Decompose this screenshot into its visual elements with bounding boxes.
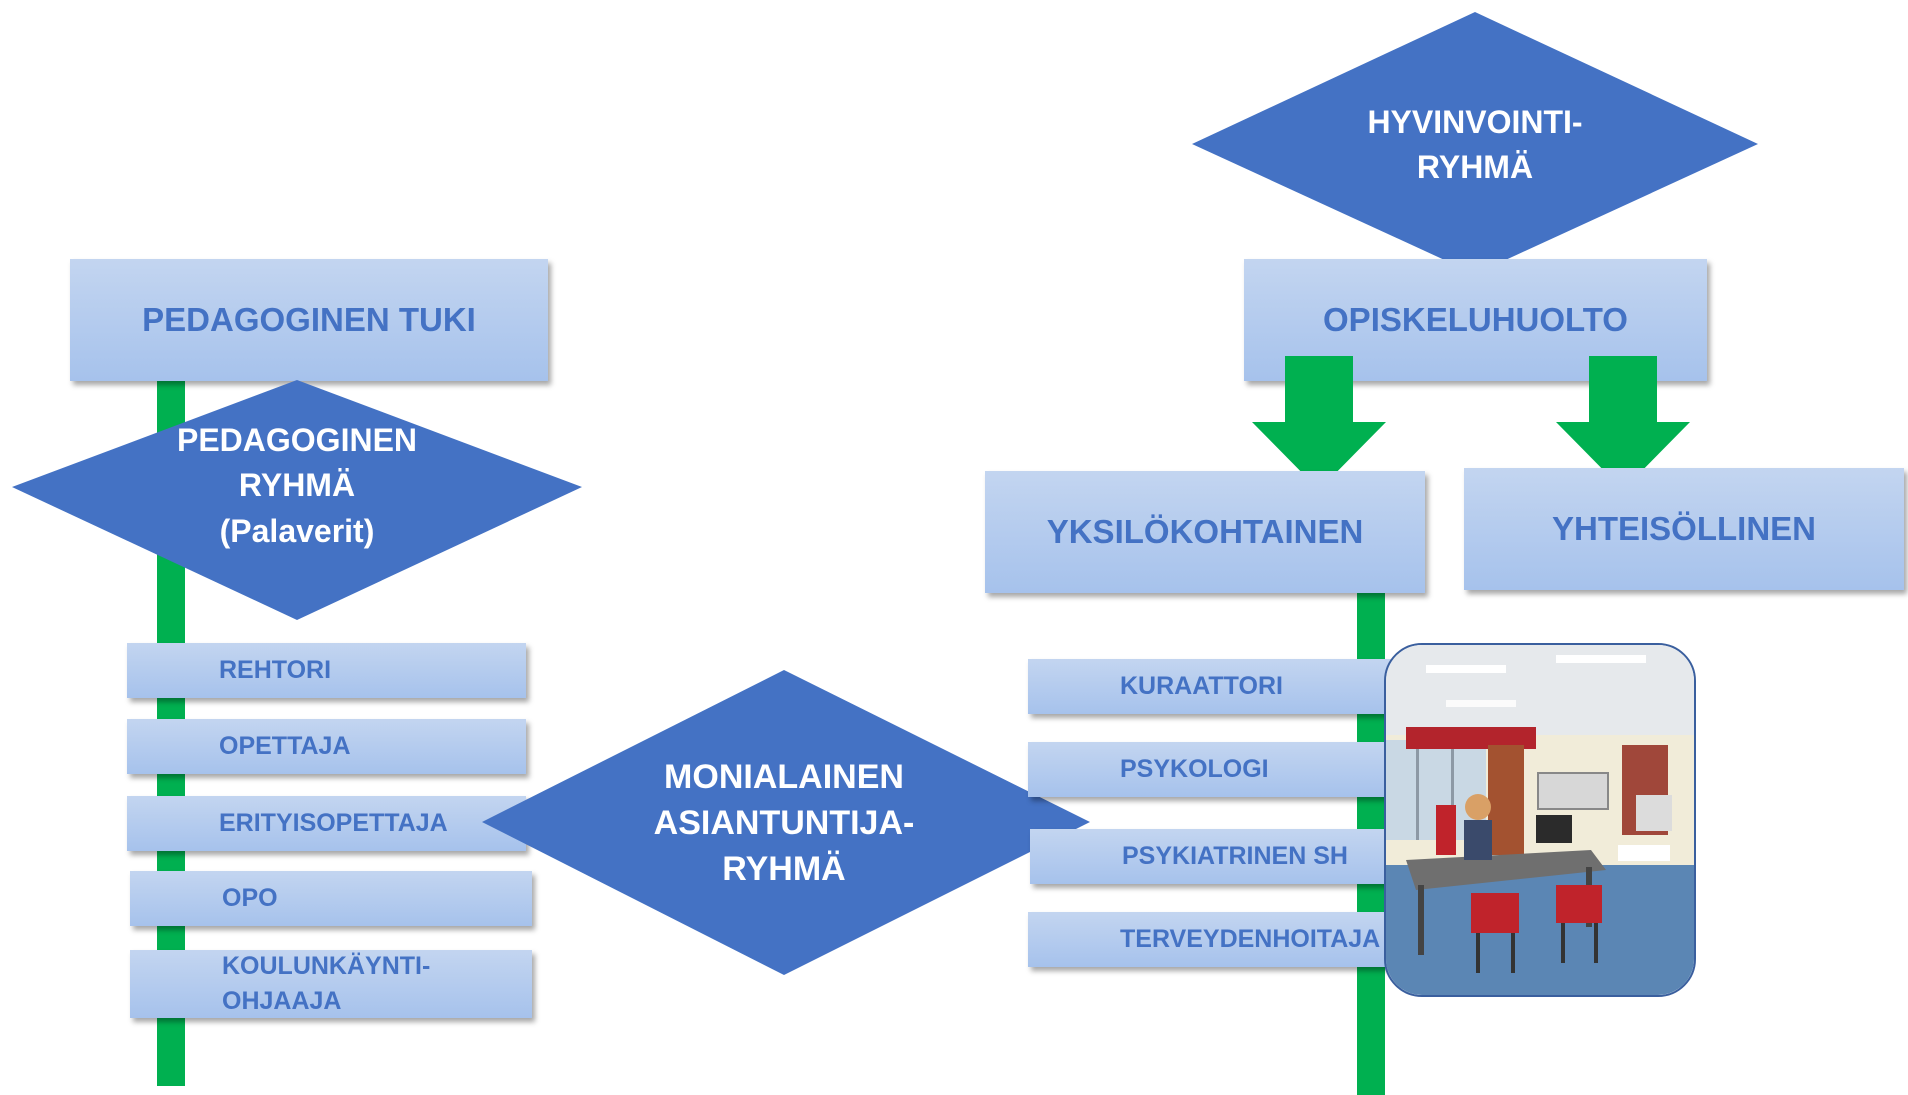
member-rehtori: REHTORI xyxy=(127,643,526,698)
member-terveydenhoitaja: TERVEYDENHOITAJA xyxy=(1028,912,1400,967)
member-koulunkayntiohjaaja: KOULUNKÄYNTI- OHJAAJA xyxy=(130,950,532,1018)
opiskeluhuolto-label: OPISKELUHUOLTO xyxy=(1323,301,1628,338)
pedagoginen-tuki-box: PEDAGOGINEN TUKI xyxy=(70,259,548,381)
member-psykiatrinen-sh: PSYKIATRINEN SH xyxy=(1030,829,1400,884)
pedagoginen-ryhma-diamond xyxy=(12,380,582,620)
hyvinvointiryhma-diamond xyxy=(1192,12,1758,274)
office-room-photo-icon xyxy=(1384,643,1696,997)
monialainen-ryhma-diamond xyxy=(482,670,1090,975)
member-opo: OPO xyxy=(130,871,532,926)
arrow-down-right xyxy=(1556,356,1690,490)
yksilokohtainen-box: YKSILÖKOHTAINEN xyxy=(985,471,1425,593)
member-erityisopettaja: ERITYISOPETTAJA xyxy=(127,796,526,851)
pedagoginen-tuki-label: PEDAGOGINEN TUKI xyxy=(142,301,476,338)
yhteisollinen-label: YHTEISÖLLINEN xyxy=(1551,510,1817,547)
member-kuraattori: KURAATTORI xyxy=(1028,659,1400,714)
monialainen-ryhma-label: MONIALAINEN ASIANTUNTIJA- RYHMÄ xyxy=(653,758,915,889)
pedagoginen-ryhma-label: PEDAGOGINEN RYHMÄ (Palaverit) xyxy=(176,422,418,549)
yhteisollinen-box: YHTEISÖLLINEN xyxy=(1464,468,1904,590)
hyvinvointiryhma-label: HYVINVOINTI- RYHMÄ xyxy=(1367,104,1583,186)
member-psykologi: PSYKOLOGI xyxy=(1028,742,1400,797)
arrow-down-left xyxy=(1252,356,1386,490)
member-opettaja: OPETTAJA xyxy=(127,719,526,774)
yksilokohtainen-label: YKSILÖKOHTAINEN xyxy=(1046,513,1364,550)
